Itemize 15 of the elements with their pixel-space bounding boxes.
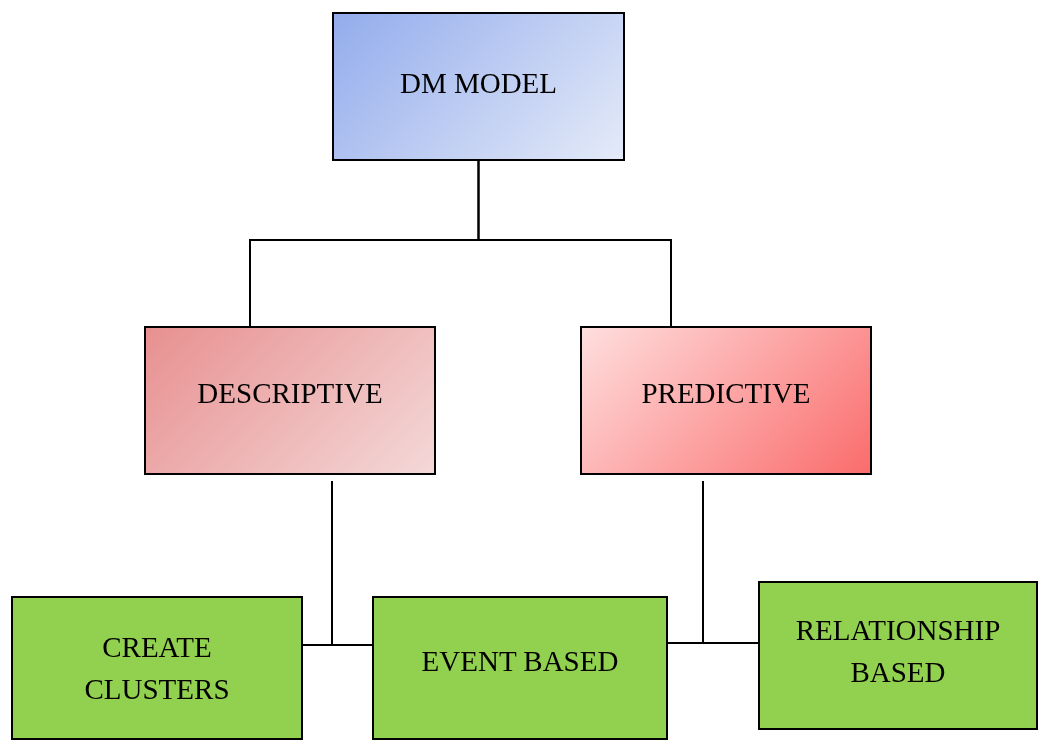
category-box — [372, 596, 668, 740]
category-box — [758, 581, 1038, 730]
box-label: PREDICTIVE — [641, 376, 811, 411]
category-box — [580, 326, 872, 475]
box-label: DESCRIPTIVE — [197, 376, 383, 411]
box-label: EVENT BASED — [421, 644, 619, 679]
box-label: CREATE CLUSTERS — [83, 630, 231, 707]
connector-line — [702, 480, 759, 644]
category-box — [11, 596, 303, 740]
box-label: RELATIONSHIP BASED — [794, 613, 1002, 690]
category-box — [332, 12, 625, 161]
connector-line — [477, 160, 672, 327]
connector-line — [331, 480, 373, 646]
category-box — [144, 326, 436, 475]
box-label: DM MODEL — [399, 66, 558, 101]
